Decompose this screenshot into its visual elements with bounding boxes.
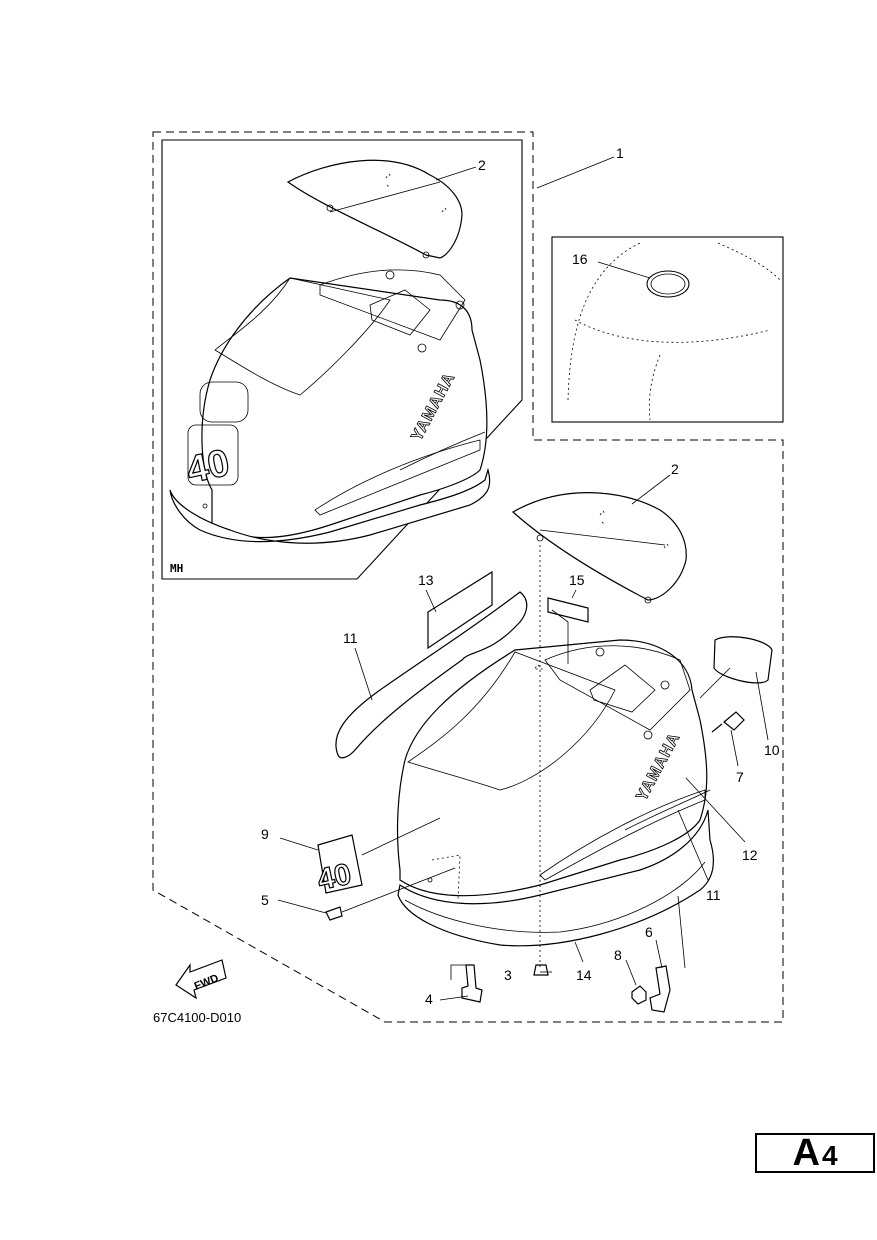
callout-1: 1 <box>616 145 624 161</box>
model-badge-9: 40 <box>314 834 363 897</box>
callout-5: 5 <box>261 892 269 908</box>
cushion-10 <box>713 636 773 684</box>
callout-11-right: 11 <box>706 887 721 903</box>
page-badge-number: 4 <box>821 1140 838 1171</box>
page-badge-letter: A <box>792 1132 820 1174</box>
diagram-code: 67C4100-D010 <box>153 1010 241 1025</box>
bracket-6 <box>649 965 671 1013</box>
callout-2: 2 <box>671 461 679 477</box>
callout-3: 3 <box>504 967 512 983</box>
assembly-boundary <box>152 131 784 1023</box>
decal-13 <box>427 570 493 650</box>
model-badge-text: 40 <box>315 858 355 897</box>
nut-8 <box>631 985 647 1005</box>
top-cowling: YAMAHA <box>396 639 715 947</box>
mh-top-cover-2 <box>286 159 463 259</box>
detail-inset-frame <box>551 236 784 423</box>
callout-14: 14 <box>576 967 592 983</box>
callout-7: 7 <box>736 769 744 785</box>
mh-label: MH <box>170 562 183 575</box>
mh-model-badge-text: 40 <box>183 442 233 492</box>
forward-arrow-icon: FWD <box>175 959 227 1000</box>
grommet-15 <box>547 597 589 623</box>
leader-lines <box>277 156 769 1001</box>
callout-16: 16 <box>572 251 588 267</box>
side-decal-11 <box>335 591 528 759</box>
callout-9: 9 <box>261 826 269 842</box>
callout-4: 4 <box>425 991 433 1007</box>
callout-2-mh: 2 <box>478 157 486 173</box>
callout-6: 6 <box>645 924 653 940</box>
callout-13: 13 <box>418 572 434 588</box>
screw-5 <box>325 906 343 921</box>
callout-12: 12 <box>742 847 758 863</box>
grommet-16 <box>646 270 690 298</box>
callout-15: 15 <box>569 572 585 588</box>
bracket-4 <box>461 964 483 1003</box>
callout-10: 10 <box>764 742 780 758</box>
bolt-7 <box>711 711 745 733</box>
mh-cowling: YAMAHA 40 <box>169 269 491 544</box>
callout-11-left: 11 <box>343 630 358 646</box>
top-cover-2 <box>511 492 687 604</box>
bolt-3 <box>533 964 549 976</box>
detail-cowling-top <box>567 242 781 421</box>
page-badge: A 4 <box>755 1133 875 1173</box>
callout-8: 8 <box>614 947 622 963</box>
